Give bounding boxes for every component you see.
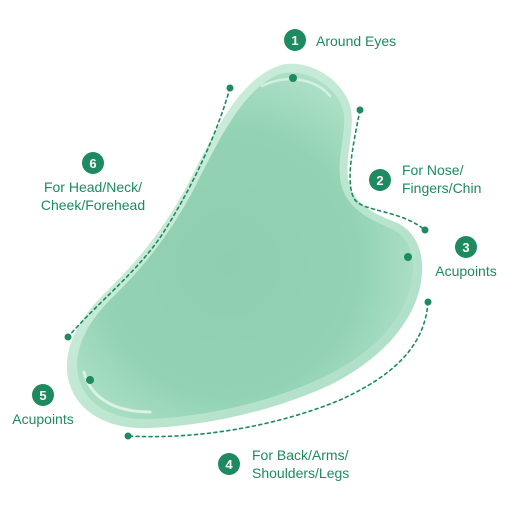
number-badge [32, 384, 54, 406]
dashed-line-back-arms [127, 301, 429, 438]
callout-label: For Head/Neck/ [44, 179, 142, 195]
endpoint-dot [124, 432, 132, 440]
callout-label: For Nose/ [402, 162, 464, 178]
acupoint-dot-right [404, 253, 412, 261]
callout-label: Acupoints [12, 411, 73, 427]
number-badge [369, 169, 391, 191]
gua-sha-stone [66, 63, 423, 429]
acupoint-dot-eyes [289, 74, 297, 82]
callout-label: Shoulders/Legs [252, 465, 349, 481]
dashed-line-head-neck [67, 87, 231, 338]
callout-label: Acupoints [435, 263, 496, 279]
callout-acupoints-left: 5 Acupoints [12, 384, 74, 427]
badge-number: 2 [376, 173, 383, 188]
badge-number: 3 [462, 240, 469, 255]
badge-number: 1 [291, 33, 298, 48]
number-badge [455, 236, 477, 258]
badge-number: 5 [39, 388, 46, 403]
endpoint-dot [64, 333, 72, 341]
endpoint-dot [421, 226, 429, 234]
callout-label: Around Eyes [316, 33, 396, 49]
callout-around-eyes: 1 Around Eyes [284, 29, 396, 51]
callout-acupoints-right: 3 Acupoints [435, 236, 497, 279]
badge-number: 4 [225, 457, 233, 472]
number-badge [82, 152, 104, 174]
callout-back-arms-shoulders-legs: 4 For Back/Arms/ Shoulders/Legs [218, 447, 349, 481]
stone-body [77, 72, 414, 420]
callout-head-neck-cheek-forehead: 6 For Head/Neck/ Cheek/Forehead [41, 152, 145, 213]
callout-label: For Back/Arms/ [252, 447, 349, 463]
badge-number: 6 [89, 156, 96, 171]
stone-highlight-top [260, 78, 332, 98]
callout-label: Fingers/Chin [402, 180, 481, 196]
callout-label: Cheek/Forehead [41, 197, 145, 213]
endpoint-dot [424, 298, 432, 306]
acupoint-dot-left [86, 376, 94, 384]
number-badge [284, 29, 306, 51]
endpoint-dot [356, 106, 364, 114]
endpoint-dot [226, 84, 234, 92]
number-badge [218, 453, 240, 475]
callout-nose-fingers-chin: 2 For Nose/ Fingers/Chin [369, 162, 481, 196]
dashed-line-nose-fingers [349, 109, 426, 231]
